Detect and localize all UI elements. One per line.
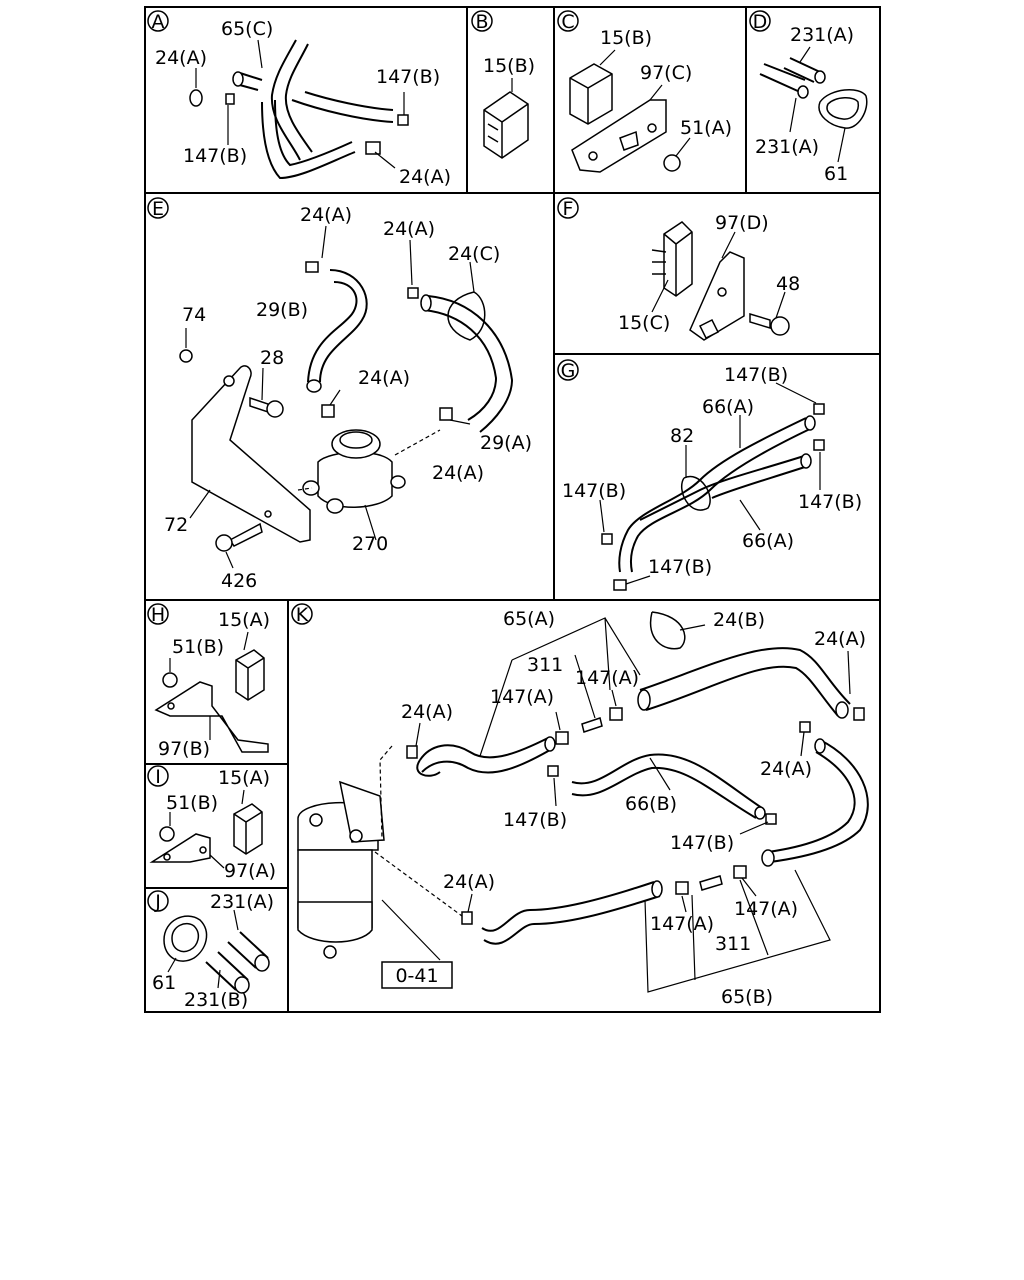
part-callout-label: 24(A)	[401, 701, 453, 723]
part-callout-label: 147(B)	[670, 832, 734, 854]
part-callout-label: 51(B)	[172, 636, 224, 658]
part-callout-label: 48	[776, 273, 800, 295]
section-marker-g: G	[557, 359, 579, 382]
panel-frames	[144, 6, 881, 1013]
part-callout-label: 29(B)	[256, 299, 308, 321]
part-callout-label: 24(B)	[713, 609, 765, 631]
part-callout-label: 147(A)	[490, 686, 554, 708]
part-callout-label: 24(A)	[432, 462, 484, 484]
part-callout-label: 0-41	[395, 965, 438, 987]
part-callout-label: 97(A)	[224, 860, 276, 882]
section-marker-k: K	[291, 603, 313, 626]
section-marker-i: I	[147, 765, 169, 788]
part-callout-label: 65(B)	[721, 986, 773, 1008]
part-callout-label: 15(A)	[218, 609, 270, 631]
part-callout-label: 147(B)	[562, 480, 626, 502]
part-callout-label: 66(A)	[742, 530, 794, 552]
part-callout-label: 231(B)	[184, 989, 248, 1011]
part-callout-label: 65(C)	[221, 18, 273, 40]
section-marker-b: B	[471, 10, 493, 33]
part-callout-label: 66(B)	[625, 793, 677, 815]
part-callout-label: 61	[824, 163, 848, 185]
part-callout-label: I	[155, 766, 161, 788]
section-h-drawing: 15(A) 51(B) 97(B)	[154, 609, 270, 760]
part-callout-label: D	[753, 11, 768, 33]
part-callout-label: 147(A)	[734, 898, 798, 920]
section-f-drawing: 97(D) 48 15(C)	[618, 212, 800, 341]
part-callout-label: 82	[670, 425, 694, 447]
part-callout-label: 29(A)	[480, 432, 532, 454]
section-marker-c: C	[557, 10, 579, 33]
part-callout-label: 231(A)	[210, 891, 274, 913]
part-callout-label: 65(A)	[503, 608, 555, 630]
part-callout-label: 24(A)	[300, 204, 352, 226]
part-callout-label: G	[561, 360, 576, 382]
part-callout-label: 231(A)	[790, 24, 854, 46]
part-callout-label: E	[152, 198, 164, 220]
part-callout-label: 24(A)	[814, 628, 866, 650]
section-marker-a: A	[147, 10, 169, 33]
part-callout-label: 311	[527, 654, 563, 676]
section-markers: A B C D E F G H I J K	[147, 10, 771, 913]
part-callout-label: 66(A)	[702, 396, 754, 418]
part-callout-label: 147(B)	[376, 66, 440, 88]
part-callout-label: 24(A)	[399, 166, 451, 188]
part-callout-label: 15(A)	[218, 767, 270, 789]
section-marker-d: D	[749, 10, 771, 33]
part-callout-label: C	[561, 11, 574, 33]
part-callout-label: F	[563, 198, 574, 220]
section-marker-h: H	[147, 603, 169, 626]
part-callout-label: 231(A)	[755, 136, 819, 158]
part-callout-label: 24(A)	[155, 47, 207, 69]
section-marker-f: F	[557, 197, 579, 220]
part-callout-label: 61	[152, 972, 176, 994]
section-g-drawing: 147(B) 66(A) 82 147(B) 147(B) 66(A) 147(…	[562, 364, 862, 591]
part-callout-label: 270	[352, 533, 388, 555]
part-callout-label: 24(A)	[443, 871, 495, 893]
part-callout-label: 147(B)	[503, 809, 567, 831]
part-callout-label: 97(C)	[640, 62, 692, 84]
part-callout-label: 72	[164, 514, 188, 536]
part-callout-label: 24(C)	[448, 243, 500, 265]
part-callout-label: 28	[260, 347, 284, 369]
part-callout-label: 51(B)	[166, 792, 218, 814]
part-callout-label: A	[152, 11, 165, 33]
part-callout-label: 51(A)	[680, 117, 732, 139]
part-callout-label: 97(D)	[715, 212, 769, 234]
part-callout-label: K	[296, 604, 309, 626]
part-callout-label: 97(B)	[158, 738, 210, 760]
part-callout-label: H	[151, 604, 165, 626]
part-callout-label: 147(B)	[798, 491, 862, 513]
section-marker-j: J	[147, 890, 169, 913]
part-callout-label: 15(B)	[483, 55, 535, 77]
part-callout-label: 147(B)	[648, 556, 712, 578]
section-b-drawing: 15(B)	[483, 55, 535, 159]
section-i-drawing: 15(A) 51(B) 97(A)	[149, 767, 276, 882]
part-callout-label: 426	[221, 570, 257, 592]
section-e-drawing: 24(A) 24(A) 24(C) 29(B) 74 28 24(A) 29(A…	[164, 204, 532, 592]
part-callout-label: 147(A)	[650, 913, 714, 935]
part-callout-label: 15(C)	[618, 312, 670, 334]
part-callout-label: 311	[715, 933, 751, 955]
part-callout-label: 147(B)	[183, 145, 247, 167]
section-j-drawing: 231(A) 61 231(B)	[152, 891, 274, 1011]
part-callout-label: 15(B)	[600, 27, 652, 49]
part-callout-label: 147(B)	[724, 364, 788, 386]
part-callout-label: B	[475, 11, 488, 33]
part-callout-label: 24(A)	[383, 218, 435, 240]
part-callout-label: 24(A)	[760, 758, 812, 780]
part-callout-label: 24(A)	[358, 367, 410, 389]
section-a-drawing: 65(C) 24(A) 147(B) 147(B) 24(A)	[155, 18, 451, 188]
part-callout-label: J	[154, 891, 161, 913]
section-c-drawing: 15(B) 97(C) 51(A)	[569, 27, 732, 173]
section-k-drawing: 65(A) 24(B) 311 24(A) 147(A) 147(A) 24(A…	[297, 608, 869, 1008]
section-d-drawing: 231(A) 231(A) 61	[755, 24, 868, 185]
part-callout-label: 74	[182, 304, 206, 326]
part-callout-label: 147(A)	[575, 667, 639, 689]
section-marker-e: E	[147, 197, 169, 220]
